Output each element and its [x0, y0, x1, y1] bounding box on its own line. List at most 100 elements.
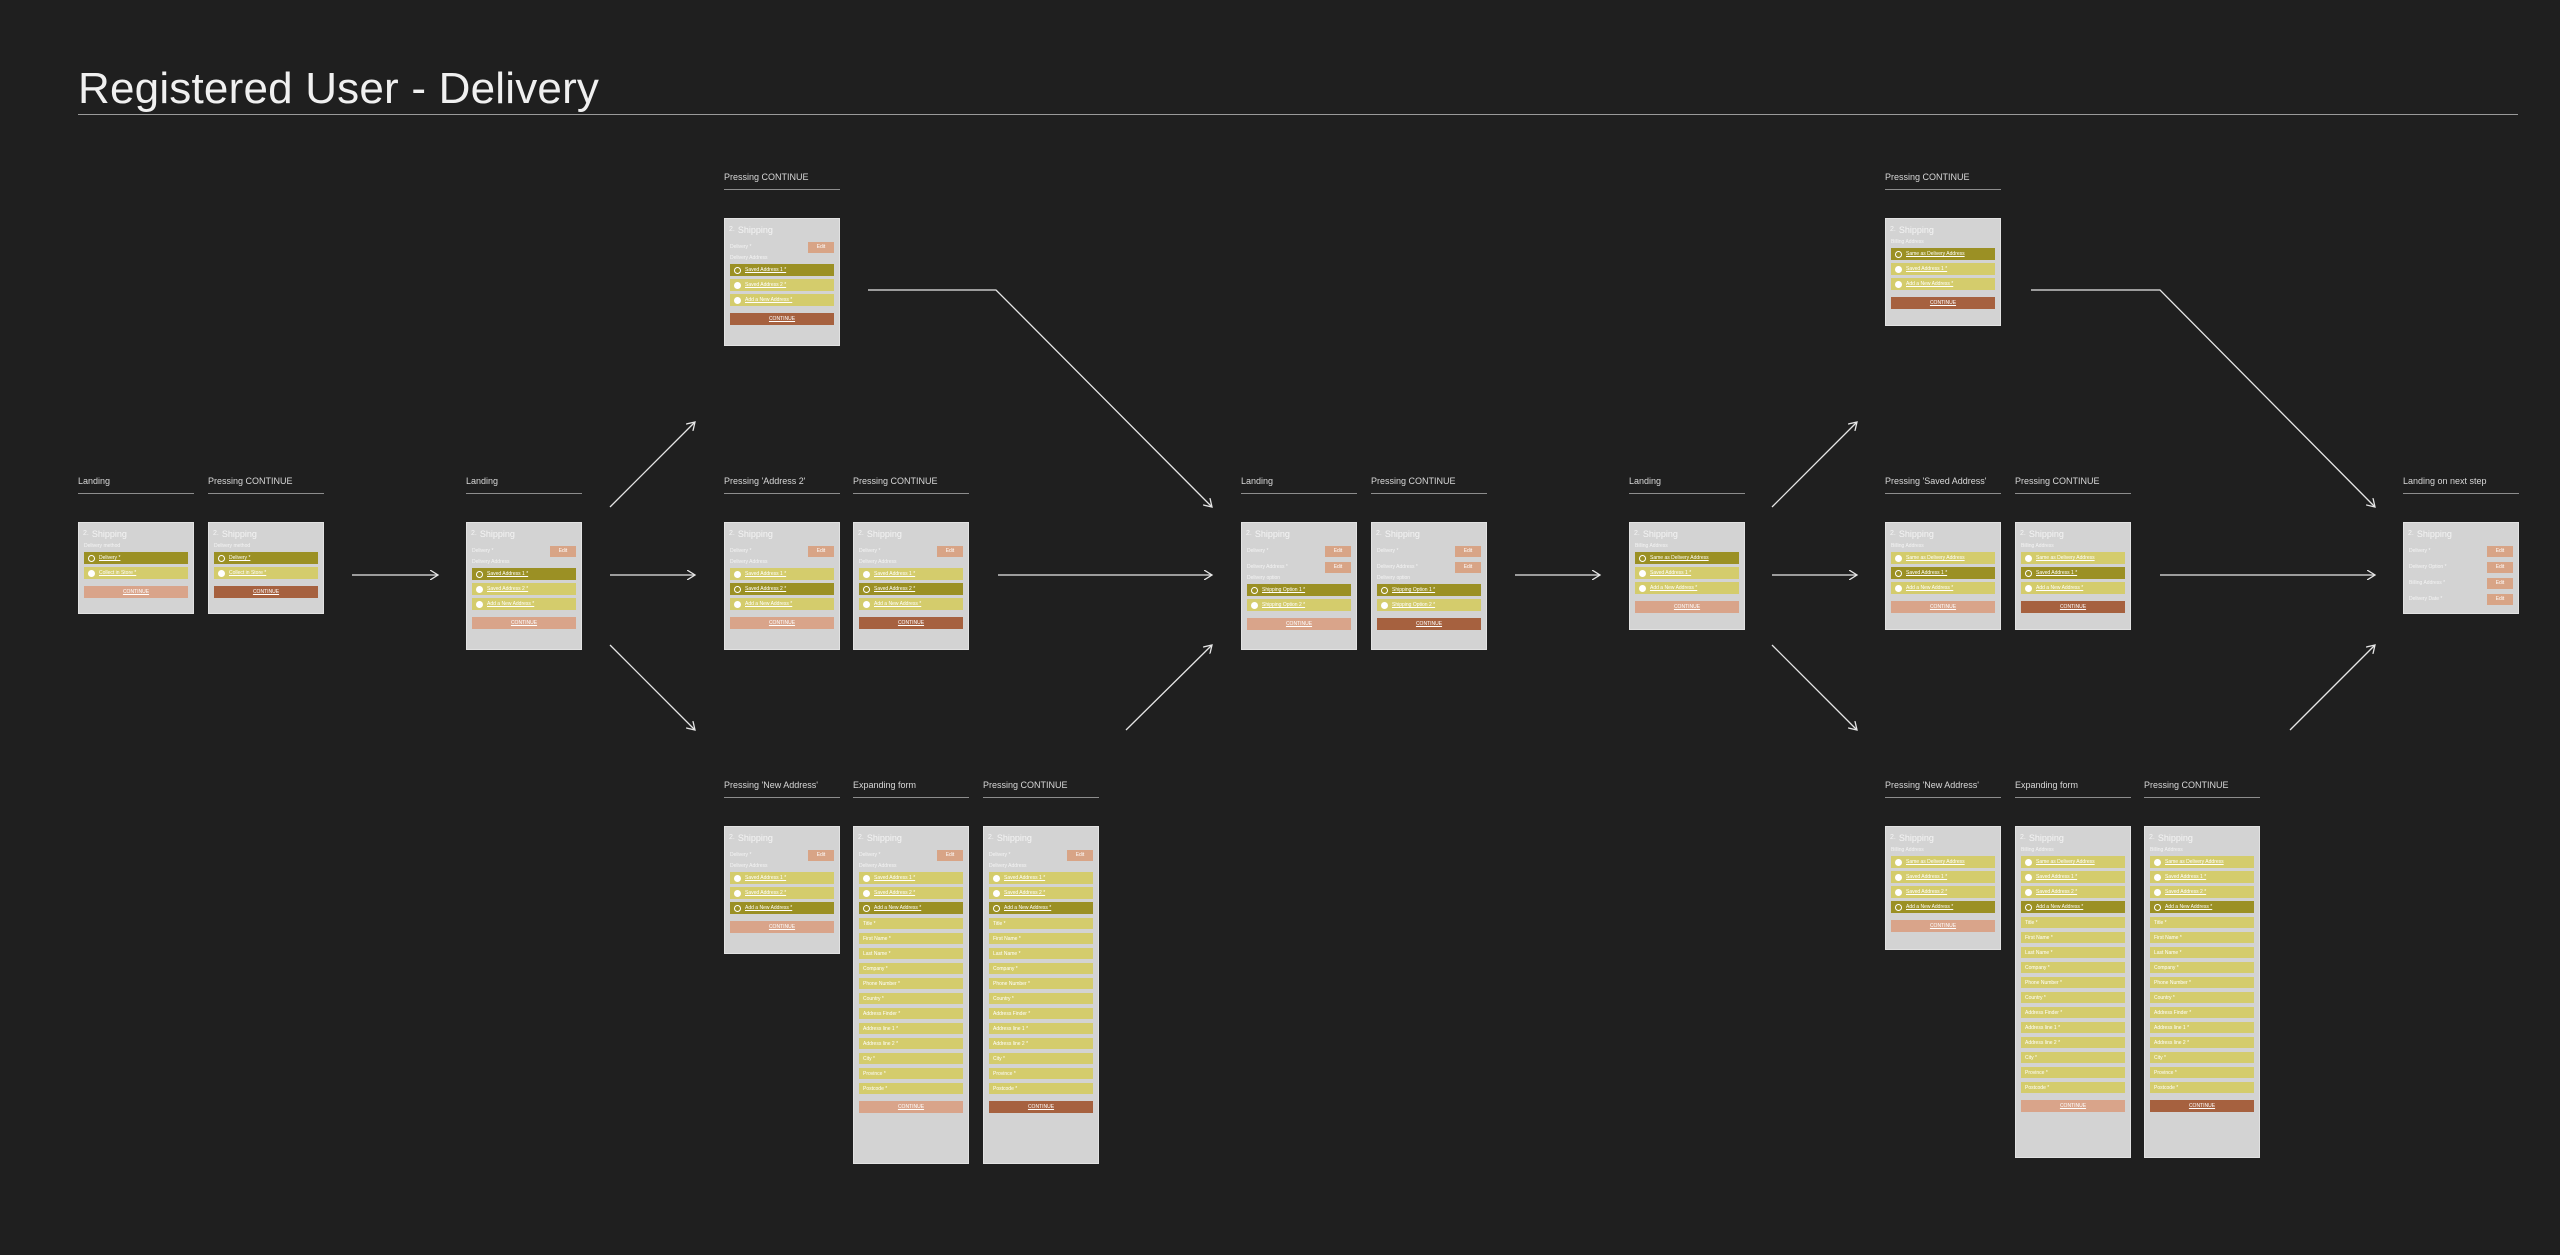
edit-button[interactable]: Edit: [550, 545, 576, 557]
form-field[interactable]: First Name *: [2021, 932, 2125, 943]
continue-button[interactable]: CONTINUE: [2150, 1100, 2254, 1112]
form-field[interactable]: City *: [2021, 1052, 2125, 1063]
form-field[interactable]: Postcode *: [2150, 1082, 2254, 1093]
radio-option[interactable]: Saved Address 1 *: [989, 872, 1093, 884]
radio-option[interactable]: Shipping Option 2 *: [1377, 599, 1481, 611]
form-field[interactable]: Address line 1 *: [2021, 1022, 2125, 1033]
continue-button[interactable]: CONTINUE: [214, 586, 318, 598]
form-field[interactable]: Address line 2 *: [859, 1038, 963, 1049]
form-field[interactable]: Province *: [989, 1068, 1093, 1079]
form-field[interactable]: Address Finder *: [989, 1008, 1093, 1019]
edit-button[interactable]: Edit: [808, 545, 834, 557]
radio-option[interactable]: Same as Delivery Address: [1891, 552, 1995, 564]
form-field[interactable]: Address Finder *: [2021, 1007, 2125, 1018]
radio-option[interactable]: Add a New Address *: [2150, 901, 2254, 913]
form-field[interactable]: Phone Number *: [2021, 977, 2125, 988]
radio-option[interactable]: Saved Address 2 *: [989, 887, 1093, 899]
radio-option[interactable]: Add a New Address *: [2021, 901, 2125, 913]
continue-button[interactable]: CONTINUE: [1891, 297, 1995, 309]
radio-option[interactable]: Saved Address 2 *: [472, 583, 576, 595]
radio-option[interactable]: Saved Address 2 *: [1891, 886, 1995, 898]
edit-button[interactable]: Edit: [2487, 561, 2513, 573]
radio-option[interactable]: Add a New Address *: [472, 598, 576, 610]
radio-option[interactable]: Add a New Address *: [1891, 582, 1995, 594]
form-field[interactable]: First Name *: [859, 933, 963, 944]
radio-option[interactable]: Same as Delivery Address: [2150, 856, 2254, 868]
form-field[interactable]: Title *: [989, 918, 1093, 929]
radio-option[interactable]: Add a New Address *: [1891, 278, 1995, 290]
form-field[interactable]: Address line 1 *: [2150, 1022, 2254, 1033]
radio-option[interactable]: Saved Address 1 *: [859, 568, 963, 580]
form-field[interactable]: Last Name *: [2021, 947, 2125, 958]
continue-button[interactable]: CONTINUE: [859, 1101, 963, 1113]
continue-button[interactable]: CONTINUE: [989, 1101, 1093, 1113]
form-field[interactable]: Postcode *: [2021, 1082, 2125, 1093]
edit-button[interactable]: Edit: [1455, 545, 1481, 557]
continue-button[interactable]: CONTINUE: [2021, 1100, 2125, 1112]
continue-button[interactable]: CONTINUE: [1891, 920, 1995, 932]
form-field[interactable]: Title *: [2021, 917, 2125, 928]
form-field[interactable]: Phone Number *: [859, 978, 963, 989]
form-field[interactable]: Address Finder *: [2150, 1007, 2254, 1018]
radio-option[interactable]: Saved Address 1 *: [1891, 263, 1995, 275]
radio-option[interactable]: Collect in Store *: [214, 567, 318, 579]
form-field[interactable]: Province *: [2150, 1067, 2254, 1078]
radio-option[interactable]: Saved Address 1 *: [730, 568, 834, 580]
form-field[interactable]: Address line 1 *: [989, 1023, 1093, 1034]
radio-option[interactable]: Saved Address 1 *: [1891, 567, 1995, 579]
edit-button[interactable]: Edit: [2487, 545, 2513, 557]
form-field[interactable]: Title *: [859, 918, 963, 929]
radio-option[interactable]: Add a New Address *: [1635, 582, 1739, 594]
radio-option[interactable]: Saved Address 2 *: [2021, 886, 2125, 898]
edit-button[interactable]: Edit: [1325, 545, 1351, 557]
form-field[interactable]: Phone Number *: [989, 978, 1093, 989]
radio-option[interactable]: Saved Address 2 *: [730, 583, 834, 595]
radio-option[interactable]: Delivery *: [214, 552, 318, 564]
form-field[interactable]: Address line 1 *: [859, 1023, 963, 1034]
radio-option[interactable]: Shipping Option 1 *: [1377, 584, 1481, 596]
radio-option[interactable]: Saved Address 1 *: [472, 568, 576, 580]
form-field[interactable]: Province *: [859, 1068, 963, 1079]
radio-option[interactable]: Same as Delivery Address: [1635, 552, 1739, 564]
radio-option[interactable]: Add a New Address *: [730, 598, 834, 610]
form-field[interactable]: Postcode *: [859, 1083, 963, 1094]
radio-option[interactable]: Add a New Address *: [1891, 901, 1995, 913]
edit-button[interactable]: Edit: [2487, 577, 2513, 589]
radio-option[interactable]: Saved Address 1 *: [730, 872, 834, 884]
edit-button[interactable]: Edit: [808, 849, 834, 861]
edit-button[interactable]: Edit: [937, 545, 963, 557]
radio-option[interactable]: Saved Address 2 *: [2150, 886, 2254, 898]
radio-option[interactable]: Same as Delivery Address: [1891, 248, 1995, 260]
form-field[interactable]: Country *: [859, 993, 963, 1004]
form-field[interactable]: Province *: [2021, 1067, 2125, 1078]
radio-option[interactable]: Delivery *: [84, 552, 188, 564]
radio-option[interactable]: Saved Address 2 *: [859, 887, 963, 899]
edit-button[interactable]: Edit: [1325, 561, 1351, 573]
radio-option[interactable]: Saved Address 1 *: [2150, 871, 2254, 883]
form-field[interactable]: First Name *: [989, 933, 1093, 944]
radio-option[interactable]: Add a New Address *: [730, 294, 834, 306]
form-field[interactable]: Country *: [2150, 992, 2254, 1003]
continue-button[interactable]: CONTINUE: [84, 586, 188, 598]
form-field[interactable]: Last Name *: [859, 948, 963, 959]
form-field[interactable]: Company *: [2021, 962, 2125, 973]
form-field[interactable]: First Name *: [2150, 932, 2254, 943]
form-field[interactable]: Company *: [2150, 962, 2254, 973]
edit-button[interactable]: Edit: [937, 849, 963, 861]
edit-button[interactable]: Edit: [1455, 561, 1481, 573]
form-field[interactable]: Postcode *: [989, 1083, 1093, 1094]
radio-option[interactable]: Shipping Option 2 *: [1247, 599, 1351, 611]
radio-option[interactable]: Saved Address 2 *: [730, 887, 834, 899]
form-field[interactable]: Last Name *: [2150, 947, 2254, 958]
continue-button[interactable]: CONTINUE: [859, 617, 963, 629]
radio-option[interactable]: Add a New Address *: [2021, 582, 2125, 594]
form-field[interactable]: Country *: [989, 993, 1093, 1004]
continue-button[interactable]: CONTINUE: [1891, 601, 1995, 613]
continue-button[interactable]: CONTINUE: [1635, 601, 1739, 613]
continue-button[interactable]: CONTINUE: [1247, 618, 1351, 630]
continue-button[interactable]: CONTINUE: [472, 617, 576, 629]
radio-option[interactable]: Add a New Address *: [989, 902, 1093, 914]
form-field[interactable]: Address Finder *: [859, 1008, 963, 1019]
continue-button[interactable]: CONTINUE: [730, 313, 834, 325]
edit-button[interactable]: Edit: [2487, 593, 2513, 605]
